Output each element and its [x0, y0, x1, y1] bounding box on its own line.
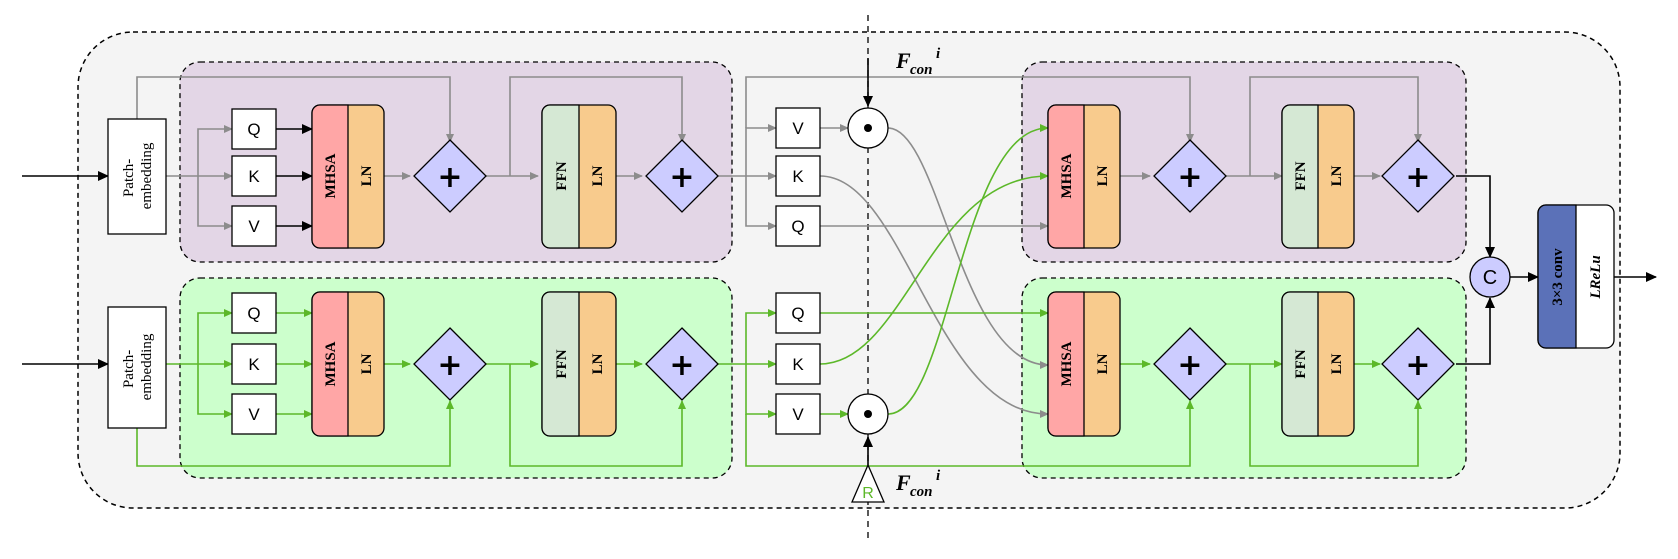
svg-text:LN: LN	[1329, 353, 1345, 374]
svg-text:Q: Q	[791, 217, 804, 236]
svg-text:FFN: FFN	[554, 349, 570, 378]
conv-lrelu-block: 3×3 conv LReLu	[1537, 204, 1615, 349]
adder-bottom-2: +	[645, 327, 719, 401]
svg-text:+: +	[437, 348, 462, 383]
bottom-branch-connections	[136, 124, 1422, 467]
svg-text:LN: LN	[1329, 165, 1345, 186]
mhsa-ln-top-left: MHSA LN	[311, 104, 385, 249]
svg-text:V: V	[248, 405, 260, 424]
svg-text:V: V	[792, 119, 804, 138]
svg-text:FFN: FFN	[554, 161, 570, 190]
svg-text:MHSA: MHSA	[323, 153, 339, 198]
svg-text:LReLu: LReLu	[1588, 255, 1604, 299]
fcon-label-top: F con i	[895, 46, 941, 78]
black-connections	[22, 58, 1657, 465]
qkv-top-left: Q K V	[231, 108, 277, 247]
adder-top-2: +	[645, 139, 719, 213]
adder-top-4: +	[1381, 139, 1455, 213]
svg-text:Q: Q	[247, 304, 260, 323]
ffn-ln-bottom-right: FFN LN	[1281, 291, 1355, 437]
svg-text:F: F	[895, 470, 911, 495]
patch-embedding-bottom: Patch- embedding	[107, 306, 167, 429]
top-cross-block-bg	[1021, 61, 1467, 263]
adder-bottom-3: +	[1153, 327, 1227, 401]
svg-text:Q: Q	[247, 120, 260, 139]
multiply-node-top	[847, 107, 889, 149]
svg-text:MHSA: MHSA	[1059, 341, 1075, 386]
ffn-ln-bottom-left: FFN LN	[541, 291, 617, 437]
svg-text:3×3 conv: 3×3 conv	[1550, 248, 1566, 306]
svg-text:MHSA: MHSA	[1059, 153, 1075, 198]
mhsa-ln-top-right: MHSA LN	[1047, 104, 1121, 249]
svg-text:+: +	[1405, 348, 1430, 383]
svg-text:con: con	[910, 62, 933, 78]
top-branch-connections	[136, 76, 1422, 418]
svg-text:+: +	[669, 160, 694, 195]
svg-text:F: F	[895, 48, 911, 73]
ffn-ln-top-left: FFN LN	[541, 104, 617, 249]
svg-text:+: +	[669, 348, 694, 383]
svg-text:LN: LN	[359, 165, 375, 186]
reverse-triangle: R	[851, 463, 885, 503]
svg-text:K: K	[248, 167, 260, 186]
ffn-ln-top-right: FFN LN	[1281, 104, 1355, 249]
adder-bottom-4: +	[1381, 327, 1455, 401]
svg-text:LN: LN	[590, 165, 606, 186]
svg-text:Q: Q	[791, 304, 804, 323]
svg-text:R: R	[862, 485, 874, 502]
qkv-bottom-left: Q K V	[231, 292, 277, 435]
adder-top-1: +	[413, 139, 487, 213]
svg-text:Patch- embedding: Patch- embedding	[121, 142, 155, 209]
svg-text:V: V	[248, 217, 260, 236]
svg-text:K: K	[792, 355, 804, 374]
adder-top-3: +	[1153, 139, 1227, 213]
bottom-cross-block-bg	[1021, 277, 1467, 479]
svg-text:MHSA: MHSA	[323, 341, 339, 386]
svg-text:i: i	[936, 46, 941, 62]
patch-embedding-top: Patch- embedding	[107, 118, 167, 235]
mhsa-ln-bottom-right: MHSA LN	[1047, 291, 1121, 437]
svg-text:K: K	[792, 167, 804, 186]
svg-text:Patch- embedding: Patch- embedding	[121, 333, 155, 400]
vkq-top-middle: V K Q	[775, 107, 821, 247]
svg-text:+: +	[1177, 348, 1202, 383]
svg-text:C: C	[1483, 267, 1497, 289]
svg-text:+: +	[437, 160, 462, 195]
concat-node: C	[1469, 256, 1511, 298]
svg-text:V: V	[792, 405, 804, 424]
svg-text:K: K	[248, 355, 260, 374]
qkv-bottom-middle: Q K V	[775, 292, 821, 435]
svg-text:LN: LN	[590, 353, 606, 374]
svg-text:LN: LN	[1095, 353, 1111, 374]
svg-text:con: con	[910, 484, 933, 500]
svg-text:LN: LN	[1095, 165, 1111, 186]
adder-bottom-1: +	[413, 327, 487, 401]
fcon-label-bottom: F con i	[895, 468, 941, 500]
svg-text:FFN: FFN	[1293, 161, 1309, 190]
svg-text:FFN: FFN	[1293, 349, 1309, 378]
svg-text:+: +	[1177, 160, 1202, 195]
multiply-node-bottom	[847, 393, 889, 435]
mhsa-ln-bottom-left: MHSA LN	[311, 291, 385, 437]
svg-text:LN: LN	[359, 353, 375, 374]
svg-text:+: +	[1405, 160, 1430, 195]
svg-text:i: i	[936, 468, 941, 484]
